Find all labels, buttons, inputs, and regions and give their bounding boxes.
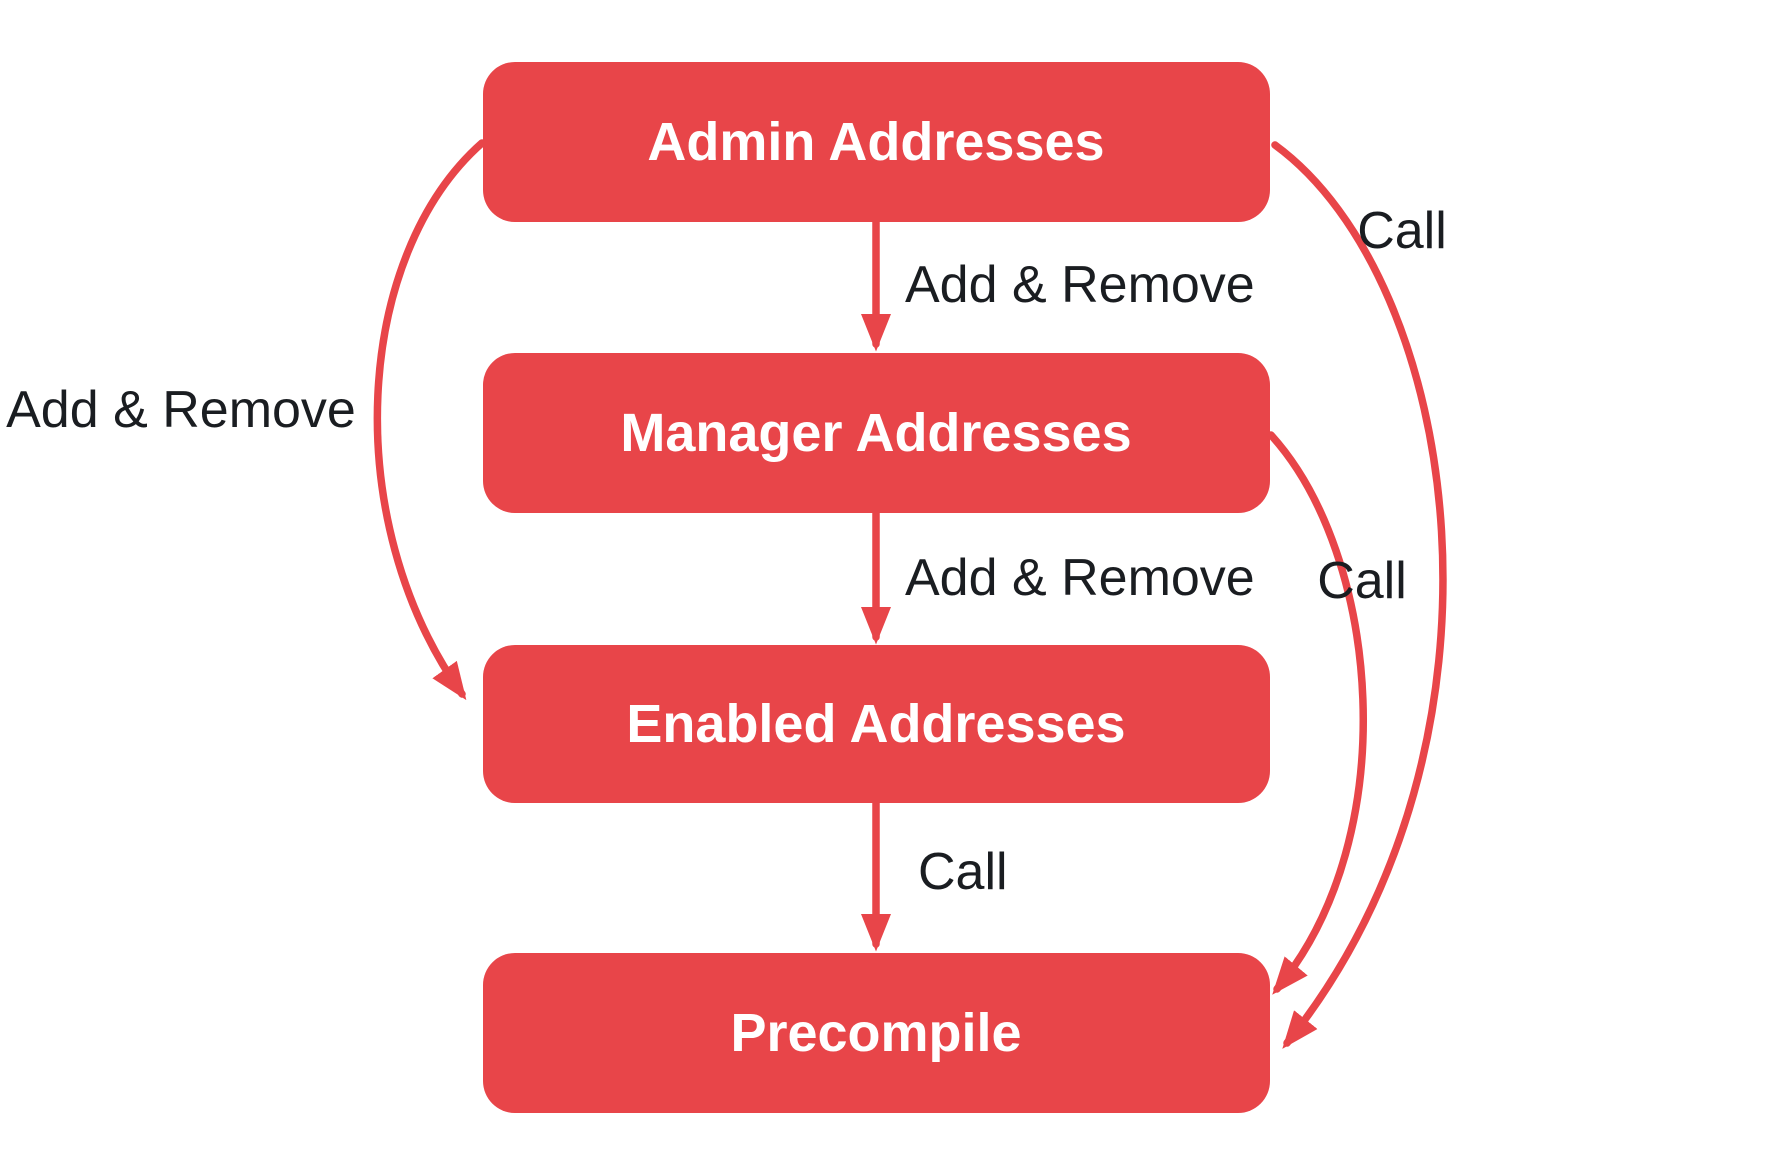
- edge-label-manager-enabled: Add & Remove: [905, 549, 1255, 607]
- edge-manager-to-precompile: [1267, 431, 1367, 995]
- node-precompile-label: Precompile: [730, 1003, 1021, 1063]
- edge-admin-to-enabled: [373, 139, 486, 701]
- node-enabled-addresses-label: Enabled Addresses: [626, 694, 1125, 754]
- node-manager-addresses: Manager Addresses: [483, 353, 1270, 513]
- edge-label-admin-manager: Add & Remove: [905, 256, 1255, 314]
- node-precompile: Precompile: [483, 953, 1270, 1113]
- node-manager-addresses-box: [483, 353, 1270, 513]
- node-precompile-box: [483, 953, 1270, 1113]
- edge-label-admin-precompile: Call: [1357, 202, 1447, 260]
- edge-label-manager-precompile: Call: [1317, 552, 1407, 610]
- node-manager-addresses-label: Manager Addresses: [620, 403, 1131, 463]
- edge-admin-to-precompile: [1271, 141, 1447, 1049]
- node-admin-addresses-box: [483, 62, 1270, 222]
- edge-label-enabled-precompile: Call: [918, 843, 1008, 901]
- edge-label-admin-enabled: Add & Remove: [6, 381, 356, 439]
- node-enabled-addresses-box: [483, 645, 1270, 803]
- node-admin-addresses-label: Admin Addresses: [647, 112, 1104, 172]
- node-admin-addresses: Admin Addresses: [483, 62, 1270, 222]
- node-enabled-addresses: Enabled Addresses: [483, 645, 1270, 803]
